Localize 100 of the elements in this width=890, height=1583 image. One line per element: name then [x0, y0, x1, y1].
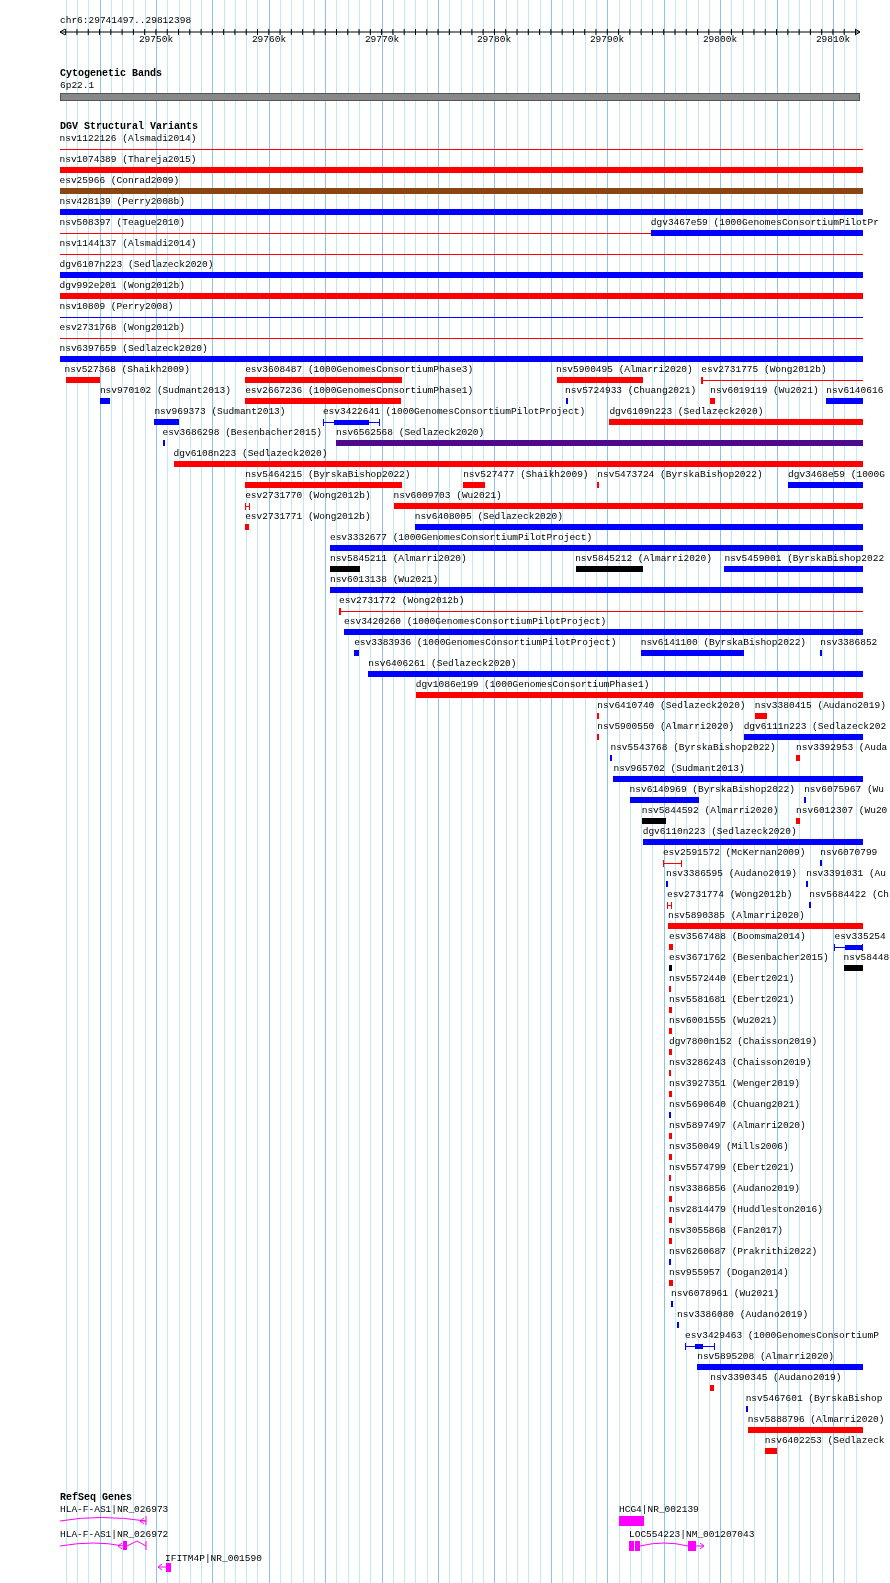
feature-label: esv2731771 (Wong2012b)	[245, 511, 371, 523]
text-label: HLA-F-AS1|NR_026972	[60, 1529, 169, 1541]
feature-label: nsv6001555 (Wu2021)	[668, 1015, 778, 1027]
feature-label: esv2731774 (Wong2012b)	[666, 889, 793, 901]
feature-label: nsv2814479 (Huddleston2016)	[668, 1204, 823, 1216]
tick-label: 29780k	[476, 34, 512, 46]
feature-label: nsv5467601 (ByrskaBishop	[745, 1393, 883, 1405]
feature-label: esv3567488 (Boomsma2014)	[668, 931, 806, 943]
feature-label: nsv5574799 (Ebert2021)	[668, 1162, 795, 1174]
feature-label: nsv5690640 (Chuang2021)	[668, 1099, 801, 1111]
text-label: HLA-F-AS1|NR_026973	[60, 1504, 169, 1516]
feature-label: nsv3386852	[820, 637, 878, 649]
feature-label: dgv6108n223 (Sedlazeck2020)	[173, 448, 328, 460]
feature-label: esv2667236 (1000GenomesConsortiumPhase1)	[245, 385, 474, 397]
feature-label: esv3422641 (1000GenomesConsortiumPilotProject)	[322, 406, 586, 418]
feature-label: nsv969373 (Sudmant2013)	[154, 406, 286, 418]
feature-label: nsv5684422 (Ch	[809, 889, 890, 901]
feature-label: nsv3927351 (Wenger2019)	[668, 1078, 801, 1090]
feature-label: esv2731775 (Wong2012b)	[701, 364, 827, 376]
feature-label: nsv6009703 (Wu2021)	[393, 490, 502, 502]
feature-label: nsv6013138 (Wu2021)	[329, 574, 439, 586]
feature-label: nsv3055868 (Fan2017)	[668, 1225, 783, 1237]
feature-label: dgv7800n152 (Chaisson2019)	[668, 1036, 818, 1048]
feature-label: nsv58448	[843, 952, 890, 964]
feature-label: nsv6141100 (ByrskaBishop2022)	[640, 637, 807, 649]
feature-label: esv3608487 (1000GenomesConsortiumPhase3)	[245, 364, 474, 376]
feature-label: nsv970102 (Sudmant2013)	[99, 385, 231, 397]
text-label: HCG4|NR_002139	[619, 1504, 699, 1516]
track-title: RefSeq Genes	[60, 1492, 132, 1504]
feature-label: nsv6140969 (ByrskaBishop2022)	[629, 784, 795, 796]
feature-label: nsv5459001 (ByrskaBishop2022	[724, 553, 885, 565]
tick-label: 29770k	[364, 34, 400, 46]
feature-label: nsv6075967 (Wu	[804, 784, 884, 796]
feature-label: nsv350049 (Mills2006)	[668, 1141, 789, 1153]
feature-label: esv3686298 (Besenbacher2015)	[162, 427, 323, 439]
feature-label: nsv3286243 (Chaisson2019)	[668, 1057, 812, 1069]
feature-label: nsv5897497 (Almarri2020)	[668, 1120, 806, 1132]
feature-label: nsv6078961 (Wu2021)	[671, 1288, 780, 1300]
feature-label: nsv5543768 (ByrskaBishop2022)	[610, 742, 776, 754]
tick-label: 29810k	[815, 34, 851, 46]
feature-label: esv335254	[834, 931, 886, 943]
feature-label: nsv6397659 (Sedlazeck2020)	[59, 343, 208, 355]
feature-label: nsv527368 (Shaikh2009)	[64, 364, 190, 376]
feature-label: nsv508397 (Teague2010)	[59, 217, 185, 229]
text-label: chr6:29741497..29812398	[60, 15, 192, 27]
feature-label: dgv6111n223 (Sedlazeck202	[743, 721, 887, 733]
text-label: LOC554223|NM_001207043	[629, 1529, 755, 1541]
feature-label: dgv6109n223 (Sedlazeck2020)	[609, 406, 764, 418]
feature-label: nsv3390345 (Audano2019)	[710, 1372, 842, 1384]
feature-label: dgv1086e199 (1000GenomesConsortiumPhase1)	[415, 679, 650, 691]
feature-label: nsv6019119 (Wu2021)	[710, 385, 819, 397]
feature-label: nsv5724933 (Chuang2021)	[565, 385, 697, 397]
feature-label: nsv3386080 (Audano2019)	[677, 1309, 809, 1321]
tick-label: 29760k	[251, 34, 287, 46]
feature-label: nsv10809 (Perry2008)	[59, 301, 174, 313]
feature-label: nsv6406261 (Sedlazeck2020)	[368, 658, 517, 670]
track-title: DGV Structural Variants	[60, 121, 199, 133]
feature-label: nsv955957 (Dogan2014)	[668, 1267, 789, 1279]
feature-label: nsv6260687 (Prakrithi2022)	[668, 1246, 818, 1258]
feature-label: nsv5888796 (Almarri2020)	[747, 1414, 885, 1426]
feature-label: nsv3391031 (Au	[806, 868, 886, 880]
feature-label: nsv1122126 (Alsmadi2014)	[59, 133, 197, 145]
feature-label: nsv6070799	[820, 847, 878, 859]
feature-label: esv2591572 (McKernan2009)	[662, 847, 806, 859]
feature-label: esv25966 (Conrad2009)	[59, 175, 180, 187]
feature-label: nsv5473724 (ByrskaBishop2022)	[597, 469, 763, 481]
feature-label: esv3671762 (Besenbacher2015)	[668, 952, 829, 964]
feature-label: nsv6012307 (Wu20	[796, 805, 888, 817]
feature-label: nsv3386595 (Audano2019)	[665, 868, 798, 880]
feature-label: nsv5900495 (Almarri2020)	[555, 364, 693, 376]
feature-label: nsv6402253 (Sedlazeck	[764, 1435, 885, 1447]
feature-label: nsv3386856 (Audano2019)	[668, 1183, 801, 1195]
feature-label: nsv5572440 (Ebert2021)	[668, 973, 795, 985]
feature-label: nsv5900550 (Almarri2020)	[597, 721, 735, 733]
text-label: 6p22.1	[60, 80, 95, 92]
feature-label: nsv6562568 (Sedlazeck2020)	[336, 427, 485, 439]
feature-label: nsv5581681 (Ebert2021)	[668, 994, 795, 1006]
feature-label: nsv5845211 (Almarri2020)	[329, 553, 467, 565]
feature-label: nsv1074389 (Thareja2015)	[59, 154, 197, 166]
feature-label: nsv5845212 (Almarri2020)	[575, 553, 712, 565]
track-title: Cytogenetic Bands	[60, 68, 163, 80]
feature-label: nsv6140616	[826, 385, 884, 397]
feature-label: esv3420260 (1000GenomesConsortiumPilotProject)	[344, 616, 607, 628]
feature-label: dgv992e201 (Wong2012b)	[59, 280, 185, 292]
tick-label: 29750k	[138, 34, 174, 46]
feature-label: nsv6410740 (Sedlazeck2020)	[597, 700, 746, 712]
feature-label: nsv5895208 (Almarri2020)	[697, 1351, 835, 1363]
tick-label: 29790k	[589, 34, 625, 46]
tick-label: 29800k	[702, 34, 738, 46]
feature-label: nsv5890385 (Almarri2020)	[667, 910, 805, 922]
feature-label: esv2731768 (Wong2012b)	[59, 322, 185, 334]
feature-label: nsv3392953 (Auda	[796, 742, 888, 754]
feature-label: nsv3380415 (Audano2019)	[754, 700, 886, 712]
feature-label: nsv5464215 (ByrskaBishop2022)	[245, 469, 411, 481]
feature-label: esv2731772 (Wong2012b)	[339, 595, 465, 607]
feature-label: esv2731770 (Wong2012b)	[245, 490, 371, 502]
feature-label: dgv3468e59 (1000G	[788, 469, 885, 481]
text-label: IFITM4P|NR_001590	[165, 1553, 262, 1565]
feature-label: nsv5844592 (Almarri2020)	[641, 805, 779, 817]
feature-label: nsv428139 (Perry2008b)	[59, 196, 185, 208]
